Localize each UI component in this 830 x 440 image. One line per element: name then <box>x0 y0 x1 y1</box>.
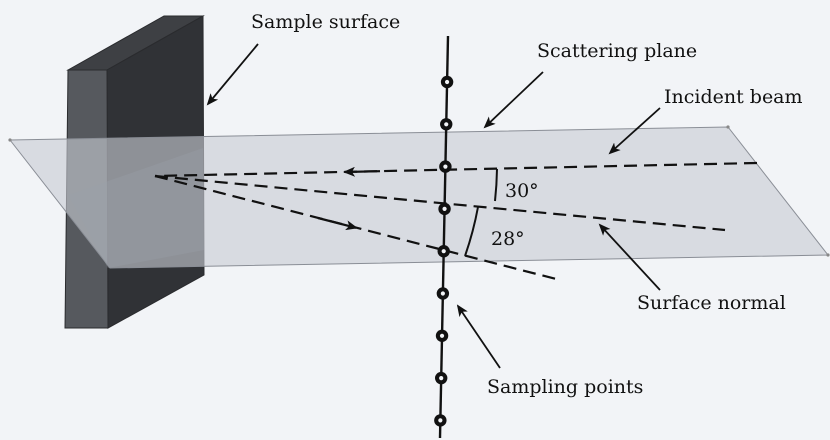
incident-beam-arrowhead <box>343 166 381 177</box>
sampling-point-center <box>443 164 448 169</box>
sampling-line <box>438 35 450 439</box>
sampling-point-center <box>442 206 447 211</box>
sampling-point-center <box>441 249 446 254</box>
scattering-plane-label: Scattering plane <box>537 40 697 62</box>
incident-beam-line <box>154 161 758 178</box>
incident-beam-label: Incident beam <box>664 86 803 108</box>
sample-surface-pointer <box>206 43 259 106</box>
sampling-points-label: Sampling points <box>487 376 643 398</box>
scattered-beam-arrowhead <box>317 216 358 231</box>
scattered-angle-arc <box>464 206 479 257</box>
sampling-points-pointer <box>456 304 501 369</box>
sampling-point-center <box>439 376 444 381</box>
sampling-points-group <box>434 75 454 427</box>
surface-normal-pointer <box>598 223 661 291</box>
plane-corner-dot <box>726 125 730 129</box>
sampling-point-center <box>444 122 449 127</box>
plane-corner-dot <box>8 138 12 142</box>
plane-corner-dot <box>826 253 830 257</box>
sampling-point-center <box>444 79 450 85</box>
sampling-point-center <box>440 291 445 296</box>
sample-surface-label: Sample surface <box>251 11 400 33</box>
surface-normal-label: Surface normal <box>637 292 786 314</box>
surface-normal-line <box>154 174 726 232</box>
scattering-plane-pointer <box>483 71 544 129</box>
incident-angle-label: 30° <box>505 180 539 202</box>
sampling-point-center <box>439 333 445 338</box>
plane-sample-intersection <box>68 148 204 268</box>
scattered-angle-label: 28° <box>491 228 525 250</box>
incident-angle-arc <box>494 168 498 202</box>
sampling-point-center <box>438 418 443 423</box>
incident-beam-pointer <box>608 107 661 155</box>
